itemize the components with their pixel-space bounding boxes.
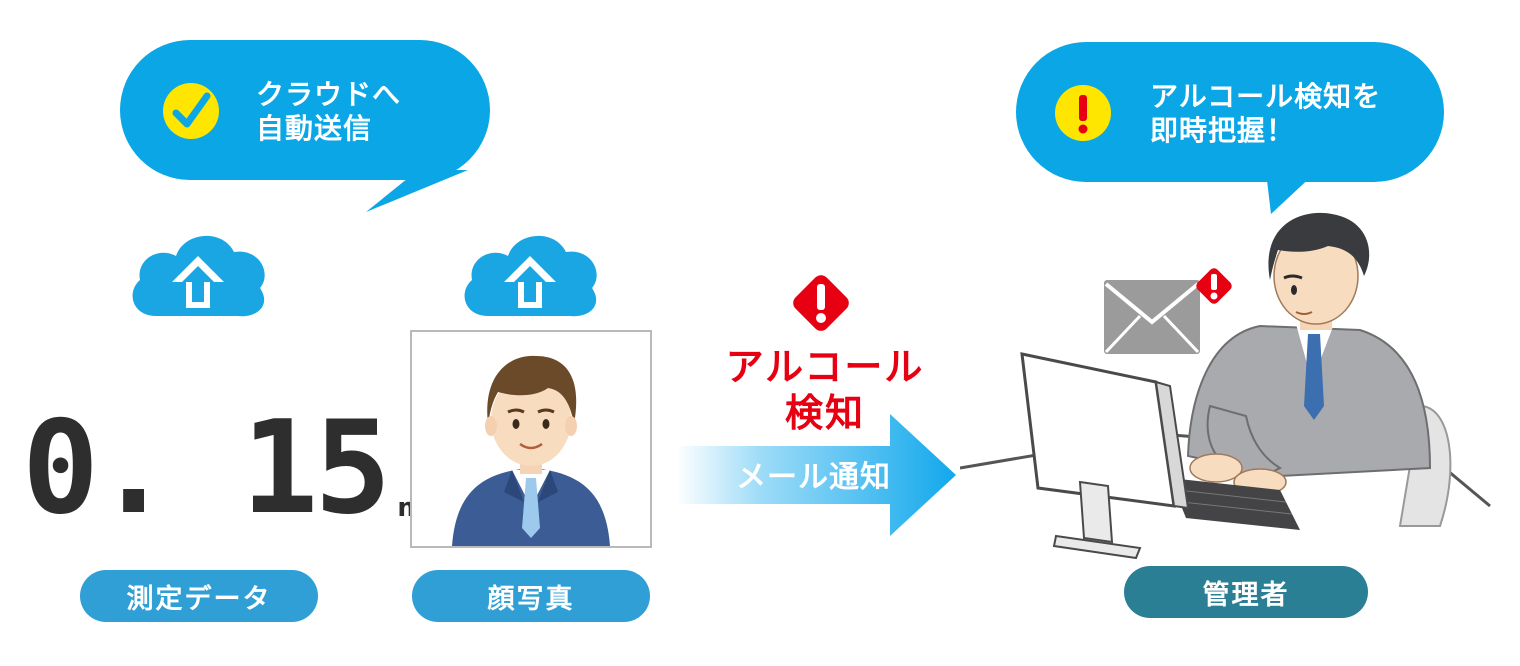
speech-bubble-right: アルコール検知を 即時把握！ [1016, 42, 1446, 214]
bubble-right-line1: アルコール検知を [1150, 80, 1382, 113]
speech-bubble-left-shape [120, 40, 490, 212]
alert-line2: 検知 [784, 391, 865, 435]
person-portrait-illustration [452, 355, 610, 546]
mail-notification-arrow [676, 414, 958, 536]
measurement-value: 0. 15 [22, 394, 391, 543]
label-measurement-data: 測定データ [80, 570, 318, 622]
mail-notification-label: メール通知 [736, 460, 891, 495]
cloud-upload-icon [458, 226, 602, 318]
check-icon [162, 82, 220, 140]
envelope-icon [1100, 264, 1240, 358]
label-administrator: 管理者 [1124, 566, 1368, 618]
exclamation-icon [1054, 84, 1112, 142]
bubble-left-line2: 自動送信 [256, 112, 373, 145]
face-photo [410, 330, 652, 548]
label-face-photo: 顔写真 [412, 570, 650, 622]
cloud-upload-icon [126, 226, 270, 318]
alert-badge-icon [1192, 264, 1236, 308]
bubble-left-line1: クラウドへ [256, 78, 402, 111]
warning-diamond-icon [786, 268, 856, 338]
bubble-right-line2: 即時把握！ [1150, 114, 1296, 147]
speech-bubble-left: クラウドへ 自動送信 [118, 40, 492, 216]
alert-line1: アルコール [725, 345, 925, 389]
speech-bubble-right-shape [1016, 42, 1444, 214]
measurement-reading: 0. 15 mg/L [22, 405, 469, 533]
administrator-at-computer-illustration [959, 206, 1500, 566]
